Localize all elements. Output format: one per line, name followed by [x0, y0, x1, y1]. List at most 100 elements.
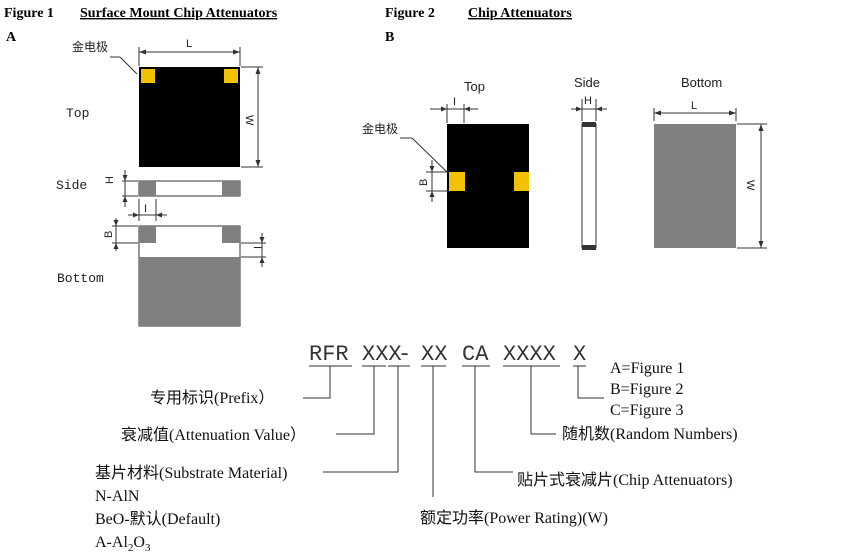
fig1-side-pad-left — [139, 181, 156, 196]
fig2-side-view: Side H — [571, 75, 607, 250]
fig1-bottom-pad-left — [139, 226, 156, 243]
fig1-view-top: Top — [66, 106, 89, 121]
code-xxx: XXX — [362, 342, 402, 367]
fig1-view-bottom: Bottom — [57, 271, 104, 286]
fig2-H-arrow-left — [576, 106, 582, 112]
connector-figure — [577, 366, 604, 399]
fig2-top-electrode-left — [449, 172, 465, 191]
fig1-dim-I2: I — [251, 246, 263, 249]
legend-fig-a: A=Figure 1 — [610, 360, 684, 377]
legend-attenuation: 衰减值(Attenuation Value） — [121, 426, 306, 444]
legend-random: 随机数(Random Numbers) — [562, 425, 738, 443]
fig1-B-arrow-bottom — [113, 243, 119, 249]
fig1-view-side: Side — [56, 178, 87, 193]
fig1-electrode-label: 金电极 — [72, 39, 108, 54]
fig1-I2-arrow-top — [259, 237, 265, 243]
fig2-bottom-view: Bottom L W — [653, 75, 767, 249]
fig1-W-arrow-top — [255, 67, 261, 74]
legend-substrate-3-sub1: 2 — [128, 542, 134, 554]
legend-substrate-3: A-Al2O3 — [95, 534, 151, 554]
legend-power: 额定功率(Power Rating)(W) — [420, 509, 608, 527]
fig2-B-arrow-bottom — [429, 191, 435, 197]
fig1-dim-B: B — [103, 231, 115, 238]
fig1-I2-arrow-bottom — [259, 257, 265, 263]
connector-random — [530, 366, 556, 435]
legend-fig-c: C=Figure 3 — [610, 402, 683, 419]
fig1-dim-I: I — [144, 203, 147, 215]
connector-substrate — [323, 366, 399, 473]
code-xx: XX — [421, 342, 447, 367]
fig2-top-electrode-right — [514, 172, 529, 191]
legend-substrate-1: N-AlN — [95, 488, 140, 505]
fig1-bottom-ground-plane — [139, 257, 240, 326]
fig2-title: Chip Attenuators — [468, 6, 572, 21]
fig1-panel-label: A — [6, 30, 17, 45]
fig2-dim-L: L — [691, 100, 697, 112]
code-x: X — [573, 342, 586, 367]
fig1-title: Surface Mount Chip Attenuators — [80, 6, 278, 21]
fig1-I-arrow-left — [133, 212, 139, 218]
fig1-top-electrode-right — [224, 69, 238, 83]
fig2-H-arrow-right — [596, 106, 602, 112]
connector-prefix — [303, 366, 331, 399]
fig2-view-side: Side — [574, 75, 600, 90]
fig1-dim-L: L — [186, 38, 192, 50]
fig2-B-arrow-top — [429, 166, 435, 172]
part-number-legend: 专用标识(Prefix） 衰减值(Attenuation Value） 基片材料… — [95, 360, 738, 554]
fig1-electrode-leader — [119, 56, 138, 75]
code-rfr: RFR — [309, 342, 349, 367]
fig1-W-arrow-bottom — [255, 160, 261, 167]
part-number-code: RFR XXX - XX CA XXXX X — [303, 342, 604, 497]
code-ca: CA — [462, 342, 489, 367]
fig2-W-arrow-bottom — [758, 241, 764, 248]
code-dash: - — [398, 342, 411, 367]
fig2-top-view: Top I B 金电极 — [362, 79, 529, 248]
fig2-view-top: Top — [464, 79, 485, 94]
fig1-H-arrow-top — [122, 175, 128, 181]
legend-substrate-title: 基片材料(Substrate Material) — [95, 464, 287, 482]
fig2-W-arrow-top — [758, 124, 764, 131]
fig2-electrode-label: 金电极 — [362, 121, 398, 136]
legend-substrate-2: BeO-默认(Default) — [95, 510, 220, 528]
fig1-bottom-view: B I Bottom — [57, 218, 266, 327]
fig2-number: Figure 2 — [385, 6, 435, 21]
fig2-dim-H: H — [584, 95, 592, 107]
connector-chip — [474, 366, 513, 473]
fig2-electrode-leader — [411, 137, 449, 174]
fig2-dim-W: W — [744, 180, 756, 191]
fig2-L-arrow-left — [654, 110, 661, 116]
connector-attenuation — [336, 366, 375, 435]
fig2-I-arrow-right — [464, 106, 470, 112]
fig1-L-arrow-left — [139, 49, 146, 55]
fig2-side-cap-bottom — [582, 245, 596, 250]
fig1-side-pad-right — [222, 181, 240, 196]
fig1-L-arrow-right — [233, 49, 240, 55]
fig1-dim-H: H — [104, 176, 116, 184]
fig2-view-bottom: Bottom — [681, 75, 722, 90]
fig1-H-arrow-bottom — [122, 196, 128, 202]
fig1-top-chip-body — [139, 67, 240, 167]
fig2-L-arrow-right — [729, 110, 736, 116]
fig1-number: Figure 1 — [4, 6, 54, 21]
fig2-I-arrow-left — [441, 106, 447, 112]
fig2-dim-I: I — [453, 96, 456, 108]
fig2-panel-label: B — [385, 30, 394, 45]
code-xxxx: XXXX — [503, 342, 556, 367]
fig1-I-arrow-right — [156, 212, 162, 218]
fig1-top-electrode-left — [141, 69, 155, 83]
fig2-side-body — [581, 123, 597, 249]
legend-substrate-3-pre: A-Al — [95, 534, 128, 551]
legend-chip: 贴片式衰减片(Chip Attenuators) — [517, 471, 733, 489]
legend-prefix: 专用标识(Prefix） — [150, 389, 274, 407]
fig1-side-view: H Side I — [56, 170, 241, 221]
fig1-B-arrow-top — [113, 220, 119, 226]
legend-fig-b: B=Figure 2 — [610, 381, 683, 398]
fig2-bottom-plate — [654, 124, 736, 248]
legend-substrate-3-sub2: 3 — [145, 542, 151, 554]
fig1-dim-W: W — [243, 115, 255, 126]
fig2-dim-B: B — [418, 179, 430, 186]
fig2-side-cap-top — [582, 122, 596, 127]
fig1-top-view: L W 金电极 Top — [66, 38, 263, 168]
legend-substrate-3-mid: O — [133, 534, 145, 551]
